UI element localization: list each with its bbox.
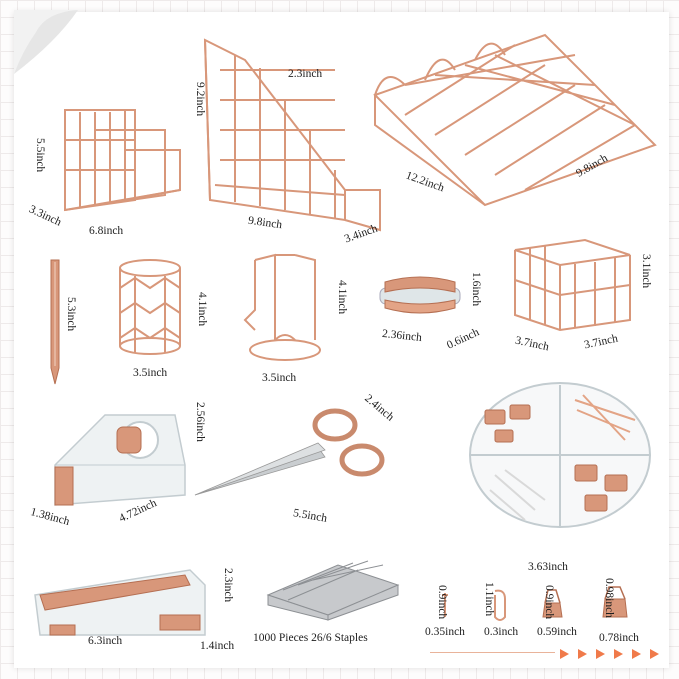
clip-box-diameter: 3.63inch bbox=[528, 561, 568, 573]
staples bbox=[266, 560, 400, 621]
pen-cup-height: 4.1inch bbox=[196, 292, 208, 327]
pen-length: 5.3inch bbox=[65, 297, 77, 332]
phone-stand bbox=[243, 253, 321, 361]
phone-stand-width: 3.5inch bbox=[262, 372, 297, 384]
magazine-holder-height: 9.2inch bbox=[194, 82, 206, 117]
pen-cup-width: 3.5inch bbox=[133, 367, 168, 379]
clip2-width: 0.3inch bbox=[484, 626, 519, 638]
staples-caption: 1000 Pieces 26/6 Staples bbox=[253, 632, 368, 644]
clip3-height: 0.9inch bbox=[543, 585, 555, 620]
paper-tray-height: 2.3inch bbox=[288, 68, 323, 80]
magazine-holder bbox=[203, 38, 381, 232]
staple-remover bbox=[379, 276, 461, 314]
clips bbox=[442, 586, 628, 621]
bottom-accent-line bbox=[430, 652, 555, 653]
phone-stand-height: 4.1inch bbox=[336, 280, 348, 315]
letter-sorter-height: 5.5inch bbox=[34, 138, 46, 173]
tape-dispenser bbox=[54, 414, 186, 506]
staple-remover-height: 1.6inch bbox=[470, 272, 482, 307]
letter-sorter bbox=[64, 109, 181, 212]
stapler-height: 2.3inch bbox=[222, 568, 234, 603]
arrow-decoration-icon bbox=[560, 649, 659, 659]
clip3-width: 0.59inch bbox=[537, 626, 577, 638]
scissors bbox=[194, 408, 385, 496]
clip1-height: 0.9inch bbox=[436, 585, 448, 620]
pen-cup bbox=[119, 259, 181, 355]
page-curl-icon bbox=[14, 10, 78, 74]
clip4-height: 0.98inch bbox=[603, 578, 615, 618]
sticky-note-holder bbox=[514, 238, 631, 332]
clip2-height: 1.1inch bbox=[483, 582, 495, 617]
clip-box bbox=[469, 382, 651, 528]
clip4-width: 0.78inch bbox=[599, 632, 639, 644]
stapler bbox=[34, 569, 206, 636]
pen bbox=[50, 259, 60, 385]
stapler-length: 6.3inch bbox=[88, 635, 123, 647]
product-card bbox=[14, 12, 669, 668]
stapler-depth: 1.4inch bbox=[200, 640, 235, 652]
sticky-holder-height: 3.1inch bbox=[640, 254, 652, 289]
letter-sorter-width: 6.8inch bbox=[89, 225, 124, 237]
paper-tray bbox=[373, 33, 657, 207]
clip1-width: 0.35inch bbox=[425, 626, 465, 638]
